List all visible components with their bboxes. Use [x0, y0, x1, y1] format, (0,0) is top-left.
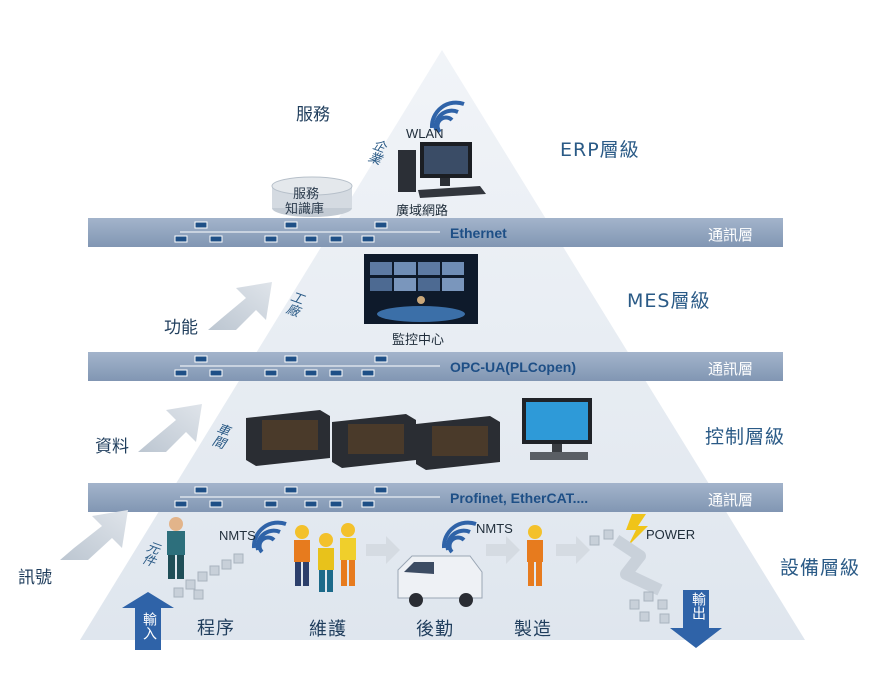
side-label-data: 資料: [95, 437, 129, 457]
logistics-van-icon: [397, 555, 483, 607]
ethernet-bus-nodes: [174, 221, 440, 243]
data-arrow: [138, 404, 202, 452]
opcua-bus-nodes: [174, 355, 440, 377]
wifi-signal-icon: [429, 100, 465, 134]
process-flow-arrows: [366, 536, 590, 564]
wireless-signal-icon: [441, 520, 477, 554]
activity-logistics: 後勤: [416, 619, 454, 640]
comm-layer-label: 通訊層: [708, 226, 754, 244]
fieldbus-bus-nodes: [174, 486, 440, 508]
output-arrow-icon: [670, 590, 722, 648]
power-label: POWER: [646, 527, 696, 542]
signal-arrow: [60, 510, 128, 560]
conveyor-path: [612, 535, 663, 596]
activity-maintenance: 維護: [309, 619, 347, 640]
comm-layer-label: 通訊層: [708, 360, 754, 378]
bus-label-ethernet: Ethernet: [450, 225, 507, 241]
wireless-signal-icon: [251, 520, 287, 554]
monitor-icon: [522, 398, 592, 460]
nmts-label-right: NMTS: [476, 521, 513, 536]
manufacturing-worker-icon: [527, 525, 543, 586]
comm-layer-label: 通訊層: [708, 491, 754, 509]
desktop-computer-icon: [398, 142, 486, 198]
plc-controller-icon: [246, 410, 500, 470]
function-arrow: [208, 282, 272, 330]
cubes-right: [589, 529, 670, 624]
level-label-erp: ERP層級: [560, 139, 640, 161]
level-label-control: 控制層級: [705, 426, 786, 448]
control-room-image: [364, 254, 478, 324]
wan-label: 廣域網路: [396, 203, 449, 218]
lightning-icon: [626, 514, 648, 546]
bus-label-fieldbus: Profinet, EtherCAT....: [450, 490, 589, 506]
knowledge-base-line1: 服務: [293, 186, 320, 201]
service-label: 服務: [296, 105, 330, 125]
side-label-signal: 訊號: [18, 568, 52, 588]
level-label-mes: MES層級: [627, 290, 711, 312]
bus-label-opcua: OPC-UA(PLCopen): [450, 359, 576, 375]
nmts-label-left: NMTS: [219, 528, 256, 543]
level-label-device: 設備層級: [780, 557, 861, 579]
output-label: 輸出: [690, 592, 706, 620]
activity-manufacturing: 製造: [514, 619, 552, 640]
cubes-left: [173, 553, 244, 600]
activity-process: 程序: [197, 618, 235, 639]
input-arrow-icon: [122, 592, 174, 650]
side-flow-arrows: [60, 282, 272, 560]
worker-icon: [167, 517, 185, 579]
maintenance-workers-icon: [294, 523, 356, 592]
input-label: 輸入: [141, 612, 157, 640]
database-cylinder-icon: [271, 176, 353, 217]
monitor-center-label: 監控中心: [392, 332, 445, 347]
knowledge-base-line2: 知識庫: [285, 201, 325, 216]
wlan-label: WLAN: [406, 126, 444, 141]
side-label-function: 功能: [164, 318, 198, 338]
